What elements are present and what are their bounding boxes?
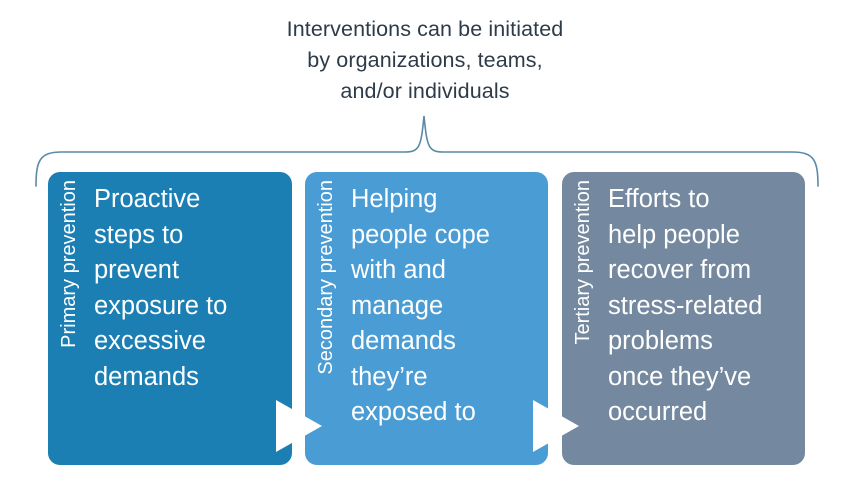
stage-body-primary: Proactive steps to prevent exposure to e… <box>94 185 228 391</box>
stage-card-tertiary[interactable]: Tertiary prevention Efforts to help peop… <box>562 172 805 465</box>
stage-card-primary[interactable]: Primary prevention Proactive steps to pr… <box>48 172 292 465</box>
stage-card-secondary[interactable]: Secondary prevention Helping people cope… <box>305 172 548 465</box>
stage-body-tertiary: Efforts to help people recover from stre… <box>608 185 763 426</box>
stage-side-label-primary: Primary prevention <box>58 180 80 348</box>
arrow-primary-to-secondary <box>276 400 322 452</box>
page-title: Interventions can be initiated by organi… <box>286 17 564 103</box>
stage-body-secondary: Helping people cope with and manage dema… <box>351 185 490 426</box>
arrow-secondary-to-tertiary <box>533 400 579 452</box>
